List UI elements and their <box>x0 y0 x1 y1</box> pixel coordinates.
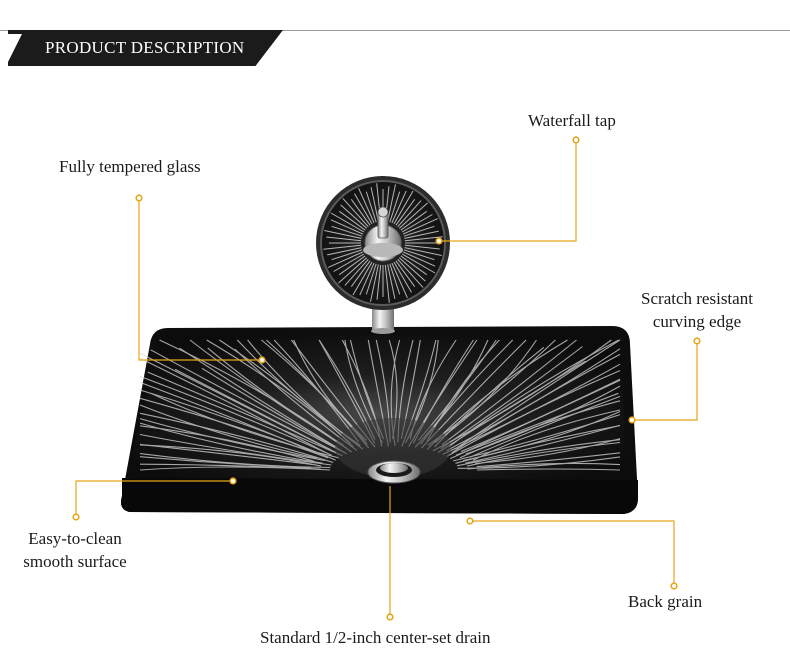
sink-front-face <box>121 478 638 514</box>
waterfall-tap-icon <box>316 176 450 334</box>
header-divider <box>0 30 790 31</box>
callout-scratch-resistant: Scratch resistant curving edge <box>630 287 764 333</box>
callout-back-grain: Back grain <box>628 592 703 611</box>
callout-tempered-glass: Fully tempered glass <box>59 157 201 176</box>
header-tab <box>8 30 283 66</box>
callout-dots <box>72 136 701 621</box>
callout-easy-to-clean: Easy-to-clean smooth surface <box>12 527 138 573</box>
section-header: PRODUCT DESCRIPTION <box>0 0 790 70</box>
drain-icon <box>367 460 421 484</box>
callout-drain: Standard 1/2-inch center-set drain <box>260 628 491 647</box>
drain-shadow <box>335 418 451 478</box>
page-title: PRODUCT DESCRIPTION <box>45 38 245 57</box>
vessel-sink <box>121 326 638 514</box>
callout-easy-line2: smooth surface <box>23 552 127 571</box>
callout-scratch-line2: curving edge <box>652 312 742 331</box>
callout-lines <box>75 140 698 617</box>
callout-scratch-line1: Scratch resistant <box>641 289 753 308</box>
callout-waterfall-tap: Waterfall tap <box>528 111 616 130</box>
callout-easy-line1: Easy-to-clean <box>28 529 122 548</box>
